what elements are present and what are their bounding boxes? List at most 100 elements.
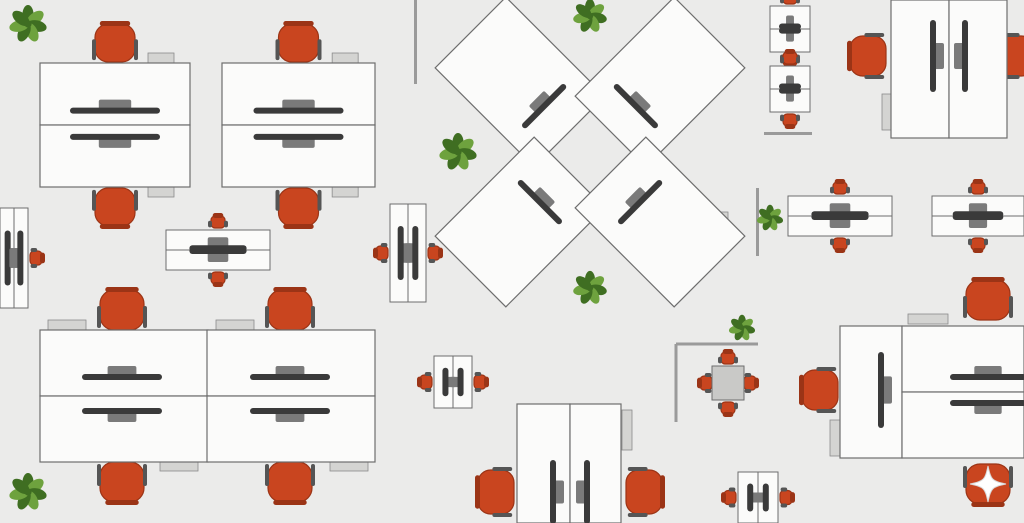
chair-icon	[721, 487, 737, 508]
monitor-stand	[282, 99, 315, 110]
chair-icon	[265, 287, 315, 331]
desk-surface	[434, 0, 606, 168]
monitor-icon	[954, 20, 968, 92]
monitor-stand	[207, 237, 229, 248]
desk-surface	[206, 329, 376, 397]
monitor-icon	[9, 230, 24, 286]
chair-icon	[275, 187, 322, 229]
small-desk-g	[417, 355, 489, 409]
monitor-screen	[253, 107, 344, 114]
monitor-stand	[98, 137, 132, 148]
monitor-stand	[207, 252, 229, 262]
drawer-unit	[215, 319, 255, 331]
chair-armrest	[474, 388, 482, 392]
plant-center	[24, 488, 32, 496]
chair-armrest	[744, 373, 752, 377]
chair-armrest	[143, 306, 147, 328]
monitor-icon	[250, 366, 330, 380]
monitor-stand	[829, 218, 851, 228]
monitor-icon	[70, 99, 160, 114]
chair-armrest	[744, 389, 752, 393]
desk-surface	[39, 62, 191, 126]
chair-armrest	[780, 114, 784, 122]
monitor-stand	[625, 187, 647, 209]
chair-armrest	[208, 220, 212, 228]
monitor-stand	[974, 366, 1002, 376]
monitor-stand	[968, 203, 988, 214]
chair-armrest	[704, 389, 712, 393]
monitor-icon	[70, 133, 160, 148]
chair-icon	[718, 401, 738, 417]
monitor-screen	[250, 374, 330, 380]
chair-armrest	[474, 372, 482, 376]
chair-backrest	[105, 287, 139, 292]
chair-armrest	[224, 272, 228, 280]
chair-armrest	[728, 487, 736, 492]
chair-icon	[718, 349, 738, 365]
monitor-icon	[618, 180, 663, 225]
monitor-icon	[779, 87, 801, 102]
chair-backrest	[784, 49, 796, 54]
chair-backrest	[834, 179, 846, 184]
monitor-stand	[529, 91, 551, 113]
chair-seat	[625, 469, 663, 515]
chair-icon	[963, 277, 1013, 321]
small-desk-a	[165, 213, 271, 287]
monitor-screen	[457, 367, 464, 397]
small-desk-e	[787, 179, 893, 253]
chair-armrest	[963, 466, 967, 488]
chair-backrest	[784, 124, 796, 129]
desk-cluster-bottom-center	[475, 403, 665, 523]
plant-center	[586, 284, 594, 292]
chair-armrest	[134, 39, 138, 61]
chair-armrest	[30, 248, 38, 252]
chair-backrest	[972, 179, 984, 184]
drawer-unit	[829, 419, 841, 457]
monitor-screen	[189, 248, 247, 254]
drawer-unit	[621, 409, 633, 451]
potted-plant-icon	[9, 5, 47, 42]
partition	[764, 132, 812, 135]
monitor-stand	[107, 412, 137, 422]
chair-icon	[92, 21, 138, 63]
monitor-screen	[442, 367, 449, 397]
potted-plant-icon	[756, 204, 784, 231]
potted-plant-icon	[9, 473, 47, 510]
monitor-icon	[522, 84, 567, 129]
chair-armrest	[734, 356, 738, 364]
chair-backrest	[438, 247, 443, 259]
chair-armrest	[428, 259, 436, 263]
chair-armrest	[380, 259, 388, 263]
monitor-stand	[954, 43, 964, 69]
monitor-screen	[762, 483, 769, 512]
chair-armrest	[1009, 466, 1013, 488]
chair-icon	[427, 243, 443, 263]
chair-backrest	[971, 277, 1005, 282]
monitor-screen	[522, 84, 567, 129]
chair-armrest	[780, 503, 788, 508]
chair-backrest	[40, 252, 45, 264]
chair-armrest	[780, 56, 784, 64]
chair-icon	[97, 461, 147, 505]
monitor-stand	[974, 404, 1002, 414]
chair-icon	[373, 243, 389, 263]
chair-backrest	[283, 21, 314, 26]
chair-armrest	[265, 306, 269, 328]
monitor-icon	[613, 84, 658, 129]
monitor-stand	[829, 203, 851, 214]
monitor-screen	[82, 374, 162, 380]
chair-armrest	[963, 296, 967, 318]
monitor-stand	[275, 412, 305, 422]
monitor-stand	[554, 480, 564, 504]
chair-armrest	[1009, 296, 1013, 318]
chair-armrest	[311, 464, 315, 486]
monitor-icon	[811, 214, 869, 228]
monitor-stand	[882, 376, 892, 404]
chair-armrest	[627, 513, 648, 517]
small-desk-b	[373, 203, 443, 303]
desk-surface-group	[434, 0, 606, 168]
monitor-stand	[786, 75, 794, 86]
chair-icon	[743, 373, 759, 393]
chair-armrest	[984, 238, 988, 246]
